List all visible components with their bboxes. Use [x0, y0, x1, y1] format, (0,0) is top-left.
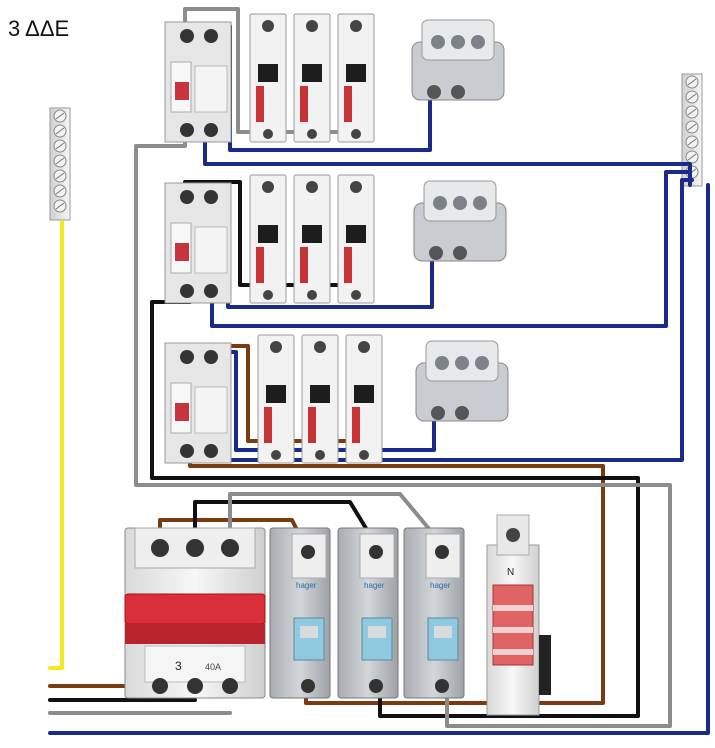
mcb-breaker[interactable] [249, 174, 287, 304]
rcd-row-2 [164, 174, 507, 304]
earth-terminal-rail [49, 107, 71, 221]
mcb-breaker[interactable] [345, 334, 383, 464]
phase-breakers: hager hager hager [269, 527, 465, 699]
rcd-device [164, 342, 232, 464]
distribution-block [413, 180, 507, 262]
hager-brand-label: hager [364, 581, 385, 590]
rcd-row-1 [164, 13, 505, 143]
rcd1-neutral-in [203, 133, 692, 187]
earth-wire [48, 220, 64, 670]
rcd-device [164, 182, 232, 304]
lamp-label: N [507, 567, 514, 578]
mcb-breaker[interactable] [293, 13, 331, 143]
incoming-neutral-wire [48, 183, 710, 735]
hager-breaker[interactable]: hager [337, 527, 399, 699]
mcb-breaker[interactable] [293, 174, 331, 304]
rcd-device [164, 21, 232, 143]
mcb-breaker[interactable] [337, 174, 375, 304]
hager-breaker[interactable]: hager [269, 527, 331, 699]
indicator-lamp: N [486, 514, 551, 716]
breaker1-to-rcd3-wire [188, 453, 605, 705]
hager-breaker[interactable]: hager [403, 527, 465, 699]
main-switch-poles: 3 [175, 659, 182, 673]
rcd-row-3 [164, 334, 509, 464]
main-to-breaker-l3-wire [228, 492, 447, 550]
mcb-breaker[interactable] [249, 13, 287, 143]
main-3pole-switch: 3 40A [124, 527, 266, 699]
main-switch-rating: 40A [205, 662, 221, 672]
distribution-block [415, 340, 509, 422]
main-switch-handle[interactable] [124, 593, 266, 625]
mcb-breaker[interactable] [257, 334, 295, 464]
mcb-breaker[interactable] [301, 334, 339, 464]
breaker3-to-rcd1-wire [134, 133, 672, 728]
main-to-breaker-l2-wire [193, 500, 380, 550]
hager-brand-label: hager [430, 581, 451, 590]
rcd-rows [164, 13, 509, 464]
diagram-title: 3 ΔΔΕ [8, 16, 70, 41]
hager-brand-label: hager [296, 581, 317, 590]
mcb-breaker[interactable] [337, 13, 375, 143]
distribution-block [411, 19, 505, 101]
neutral-terminal-rail [681, 73, 703, 187]
rcd2-neutral-in [210, 170, 690, 328]
